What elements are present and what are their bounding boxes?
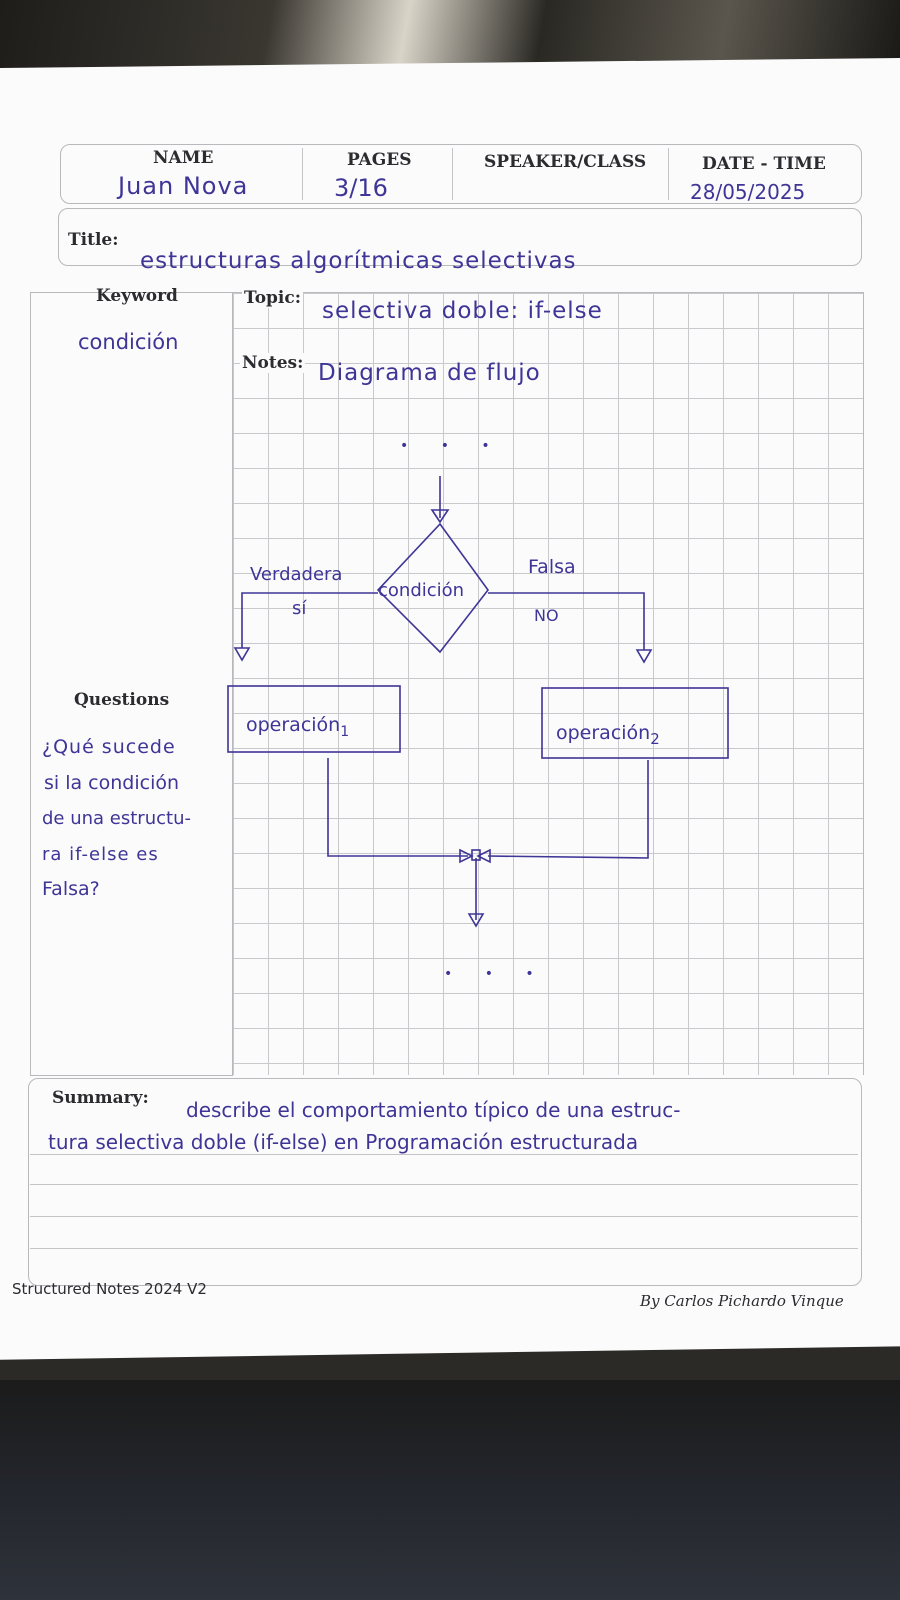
name-label: NAME [153,148,214,168]
summary-rule [30,1184,858,1185]
op2-merge-line [487,760,649,859]
summary-line-1: describe el comportamiento típico de una… [186,1098,681,1122]
author-signature: By Carlos Pichardo Vinque [640,1292,844,1310]
title-box [58,208,862,266]
keyword-label: Keyword [96,286,178,306]
keyword-column [30,292,233,1076]
op1-merge-line [327,758,468,857]
date-label: DATE - TIME [702,154,826,174]
operation1-subscript: 1 [340,723,350,740]
summary-rule [30,1248,858,1249]
title-label: Title: [68,230,119,250]
condition-diamond [376,522,490,654]
flow-dots-top: • • • [400,438,504,454]
true-short: sí [292,598,307,619]
true-label: Verdadera [250,564,343,585]
header-divider [668,148,669,200]
operation1-box [227,685,401,753]
pages-label: PAGES [347,150,412,170]
background-bottom [0,1380,900,1600]
summary-box [28,1078,862,1286]
summary-rule [30,1216,858,1217]
topic-label: Topic: [242,288,304,308]
notes-value: Diagrama de flujo [318,360,541,386]
condition-text: condición [378,580,465,601]
question-line: ra if-else es [42,844,159,865]
notes-page: NAME PAGES SPEAKER/CLASS DATE - TIME Jua… [0,58,900,1360]
flow-dots-bottom: • • • [444,966,548,982]
operation1-text: operación1 [246,714,349,740]
questions-label: Questions [74,690,170,710]
question-line: de una estructu- [42,808,191,829]
keyword-value: condición [78,330,179,354]
pages-value: 3/16 [334,174,388,202]
operation2-text: operación2 [556,722,660,748]
name-value: Juan Nova [118,172,249,200]
false-label: Falsa [528,556,576,578]
background-top [0,0,900,70]
speaker-label: SPEAKER/CLASS [484,152,647,172]
summary-label: Summary: [52,1088,149,1108]
notes-grid [232,292,864,1075]
header-divider [302,148,303,200]
question-line: Falsa? [42,878,100,900]
summary-rule [30,1154,858,1155]
false-branch-line [488,592,645,650]
false-short: NO [534,606,559,625]
operation1-label: operación [246,714,341,736]
operation2-subscript: 2 [650,729,660,748]
question-line: ¿Qué sucede [42,736,176,758]
header-box [60,144,862,204]
topic-value: selectiva doble: if-else [322,298,603,324]
notes-label: Notes: [240,353,306,373]
summary-line-2: tura selectiva doble (if-else) en Progra… [48,1130,639,1154]
header-divider [452,148,453,200]
operation2-box [541,687,729,759]
title-value: estructuras algorítmicas selectivas [140,248,577,274]
question-line: si la condición [44,772,180,794]
true-branch-line [241,592,378,648]
flowchart-lines [227,476,729,928]
date-value: 28/05/2025 [690,180,806,204]
footer-text: Structured Notes 2024 V2 [12,1280,207,1298]
operation2-label: operación [556,722,651,744]
